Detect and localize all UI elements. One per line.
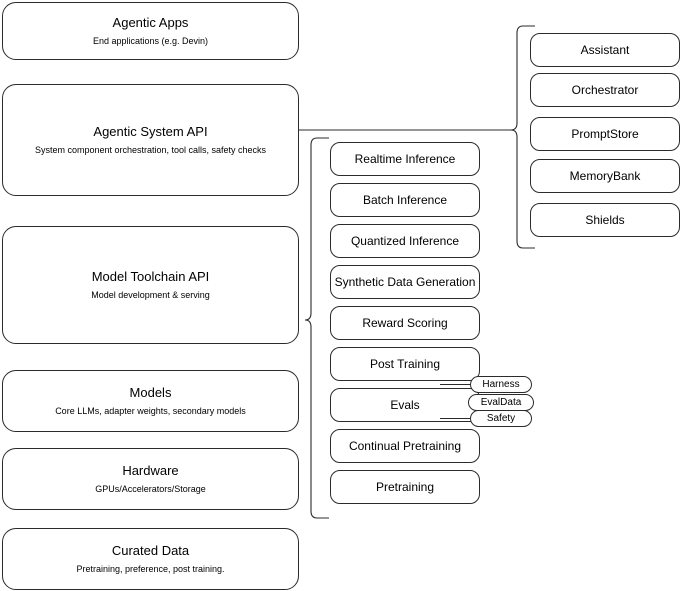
component-label: Realtime Inference <box>354 152 456 166</box>
component-label: PromptStore <box>571 127 639 141</box>
layer-title: Curated Data <box>111 543 190 558</box>
layer-box-models[interactable]: Models Core LLMs, adapter weights, secon… <box>2 370 299 432</box>
component-box-assistant[interactable]: Assistant <box>530 33 680 67</box>
component-box-synthetic-data-generation[interactable]: Synthetic Data Generation <box>330 265 480 299</box>
layer-box-hardware[interactable]: Hardware GPUs/Accelerators/Storage <box>2 448 299 510</box>
layer-box-agentic-system-api[interactable]: Agentic System API System component orch… <box>2 84 299 196</box>
component-label: Continual Pretraining <box>348 439 462 453</box>
layer-subtitle: Model development & serving <box>91 290 210 300</box>
component-box-batch-inference[interactable]: Batch Inference <box>330 183 480 217</box>
component-label: Pretraining <box>375 480 435 494</box>
layer-box-curated-data[interactable]: Curated Data Pretraining, preference, po… <box>2 528 299 590</box>
layer-subtitle: Pretraining, preference, post training. <box>76 564 225 574</box>
layer-title: Agentic System API <box>93 124 208 139</box>
component-label: Post Training <box>369 357 441 371</box>
layer-subtitle: GPUs/Accelerators/Storage <box>95 484 206 494</box>
component-label: Orchestrator <box>571 83 639 97</box>
component-box-post-training[interactable]: Post Training <box>330 347 480 381</box>
layer-box-agentic-apps[interactable]: Agentic Apps End applications (e.g. Devi… <box>2 2 299 60</box>
component-box-orchestrator[interactable]: Orchestrator <box>530 73 680 107</box>
subcomponent-label: EvalData <box>480 397 522 408</box>
subcomponent-label: Safety <box>486 413 516 424</box>
component-box-shields[interactable]: Shields <box>530 203 680 237</box>
component-label: Assistant <box>580 43 630 57</box>
component-label: Evals <box>390 398 420 412</box>
component-box-evals[interactable]: Evals <box>330 388 480 422</box>
subcomponent-label: Harness <box>482 379 520 390</box>
component-box-reward-scoring[interactable]: Reward Scoring <box>330 306 480 340</box>
leader-line-safety <box>440 418 476 419</box>
component-box-realtime-inference[interactable]: Realtime Inference <box>330 142 480 176</box>
component-label: Quantized Inference <box>350 234 460 248</box>
leader-line-harness <box>440 384 476 385</box>
layer-box-model-toolchain-api[interactable]: Model Toolchain API Model development & … <box>2 226 299 344</box>
brace-model-toolchain <box>303 136 331 520</box>
subcomponent-pill-evaldata[interactable]: EvalData <box>468 394 534 411</box>
component-box-pretraining[interactable]: Pretraining <box>330 470 480 504</box>
component-box-quantized-inference[interactable]: Quantized Inference <box>330 224 480 258</box>
layer-subtitle: End applications (e.g. Devin) <box>92 36 209 46</box>
subcomponent-pill-harness[interactable]: Harness <box>470 376 532 393</box>
layer-subtitle: Core LLMs, adapter weights, secondary mo… <box>55 406 246 416</box>
layer-title: Models <box>129 385 172 400</box>
connector-agentic-system-api-to-components <box>299 120 524 140</box>
component-label: Batch Inference <box>362 193 448 207</box>
component-box-memorybank[interactable]: MemoryBank <box>530 159 680 193</box>
layer-title: Hardware <box>122 463 179 478</box>
layer-title: Agentic Apps <box>112 15 189 30</box>
subcomponent-pill-safety[interactable]: Safety <box>470 410 532 427</box>
brace-path <box>304 137 329 519</box>
layer-subtitle: System component orchestration, tool cal… <box>34 145 267 155</box>
component-label: Shields <box>585 213 625 227</box>
component-label: Synthetic Data Generation <box>334 275 476 289</box>
layer-title: Model Toolchain API <box>91 269 210 284</box>
component-box-continual-pretraining[interactable]: Continual Pretraining <box>330 429 480 463</box>
component-label: MemoryBank <box>569 169 641 183</box>
component-box-promptstore[interactable]: PromptStore <box>530 117 680 151</box>
component-label: Reward Scoring <box>362 316 448 330</box>
